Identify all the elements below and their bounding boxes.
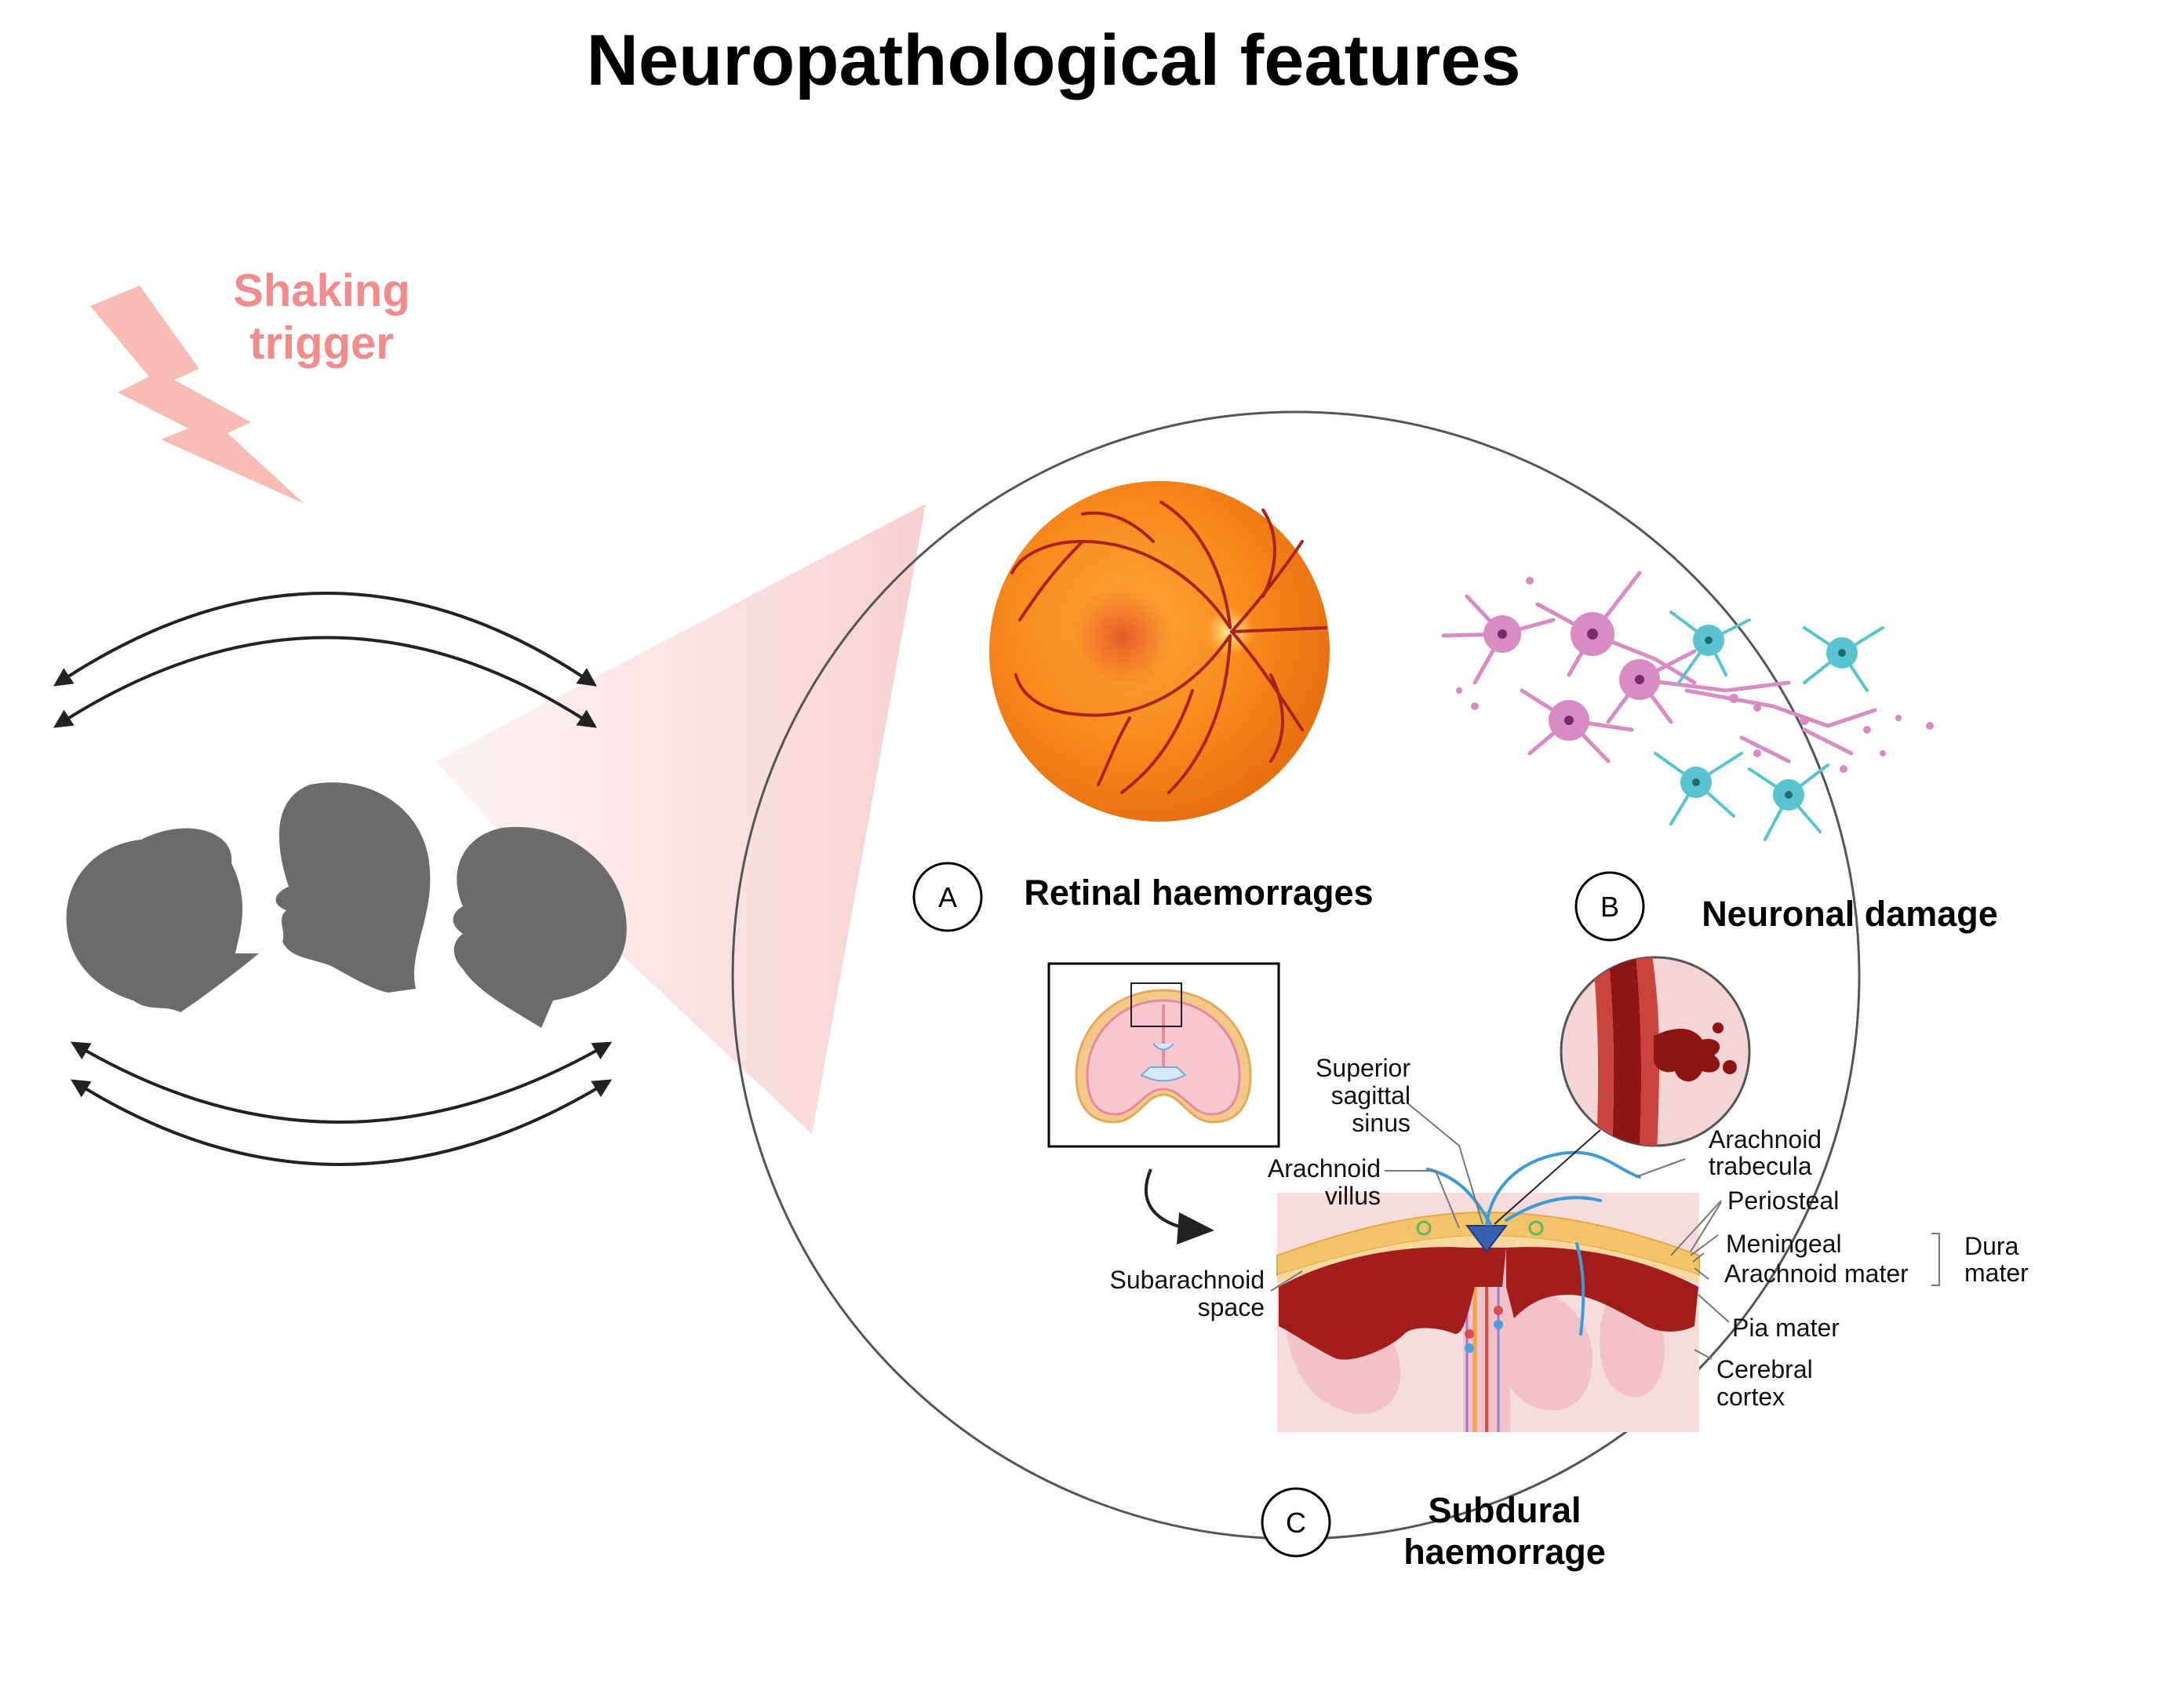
- svg-text:space: space: [1198, 1293, 1265, 1321]
- svg-text:Cerebral: Cerebral: [1716, 1355, 1813, 1383]
- svg-text:trabecula: trabecula: [1709, 1152, 1812, 1180]
- panel-c-caption-line2: haemorrage: [1403, 1532, 1606, 1572]
- page-title: Neuropathological features: [586, 20, 1520, 100]
- svg-text:sagittal: sagittal: [1331, 1081, 1410, 1110]
- panel-a-caption: Retinal haemorrages: [1024, 873, 1373, 913]
- trigger-label-line1: Shaking: [233, 265, 410, 316]
- lightning-bolt-icon: [90, 286, 304, 504]
- label-subarachnoid-space: Subarachnoid space: [1110, 1266, 1265, 1321]
- svg-text:Arachnoid: Arachnoid: [1268, 1154, 1381, 1183]
- panel-b-badge: [1574, 871, 1645, 942]
- meninges-cross-section: [1276, 1150, 1700, 1432]
- panel-b-caption: Neuronal damage: [1702, 894, 1998, 934]
- label-arachnoid-mater: Arachnoid mater: [1724, 1259, 1909, 1288]
- label-superior-sagittal-sinus: Superior sagittal sinus: [1316, 1054, 1410, 1137]
- label-meningeal: Meningeal: [1726, 1230, 1842, 1258]
- vessel-rupture-zoom: [1560, 956, 1751, 1147]
- panel-c-letter: C: [1286, 1507, 1306, 1539]
- zoom-beam: [435, 504, 926, 1134]
- svg-text:Subarachnoid: Subarachnoid: [1110, 1266, 1265, 1294]
- panel-a-letter: A: [938, 881, 957, 913]
- svg-text:cortex: cortex: [1716, 1383, 1785, 1411]
- retina-illustration: [989, 481, 1330, 822]
- infant-head-silhouette-icon: [66, 782, 627, 1028]
- neuron-cluster-illustration: [1441, 570, 1934, 841]
- panel-c-badge: [1261, 1487, 1331, 1558]
- label-dura-mater: Dura mater: [1964, 1232, 2029, 1287]
- svg-text:villus: villus: [1325, 1182, 1381, 1210]
- svg-text:mater: mater: [1964, 1259, 2029, 1287]
- zoom-pointer-line: [1494, 1129, 1601, 1225]
- curved-double-arrow-icon: [70, 1041, 613, 1166]
- panel-c-caption-line1: Subdural: [1428, 1490, 1581, 1530]
- label-arachnoid-trabecula: Arachnoid trabecula: [1709, 1125, 1822, 1180]
- label-periosteal: Periosteal: [1727, 1186, 1839, 1215]
- panel-b-letter: B: [1600, 891, 1619, 923]
- svg-text:Arachnoid: Arachnoid: [1709, 1125, 1822, 1153]
- label-arachnoid-villus: Arachnoid villus: [1268, 1154, 1381, 1210]
- curved-double-arrow-icon: [53, 592, 598, 728]
- label-cerebral-cortex: Cerebral cortex: [1716, 1355, 1813, 1411]
- brain-section-inset: [1047, 962, 1280, 1148]
- trigger-label-line2: trigger: [249, 318, 394, 369]
- label-pia-mater: Pia mater: [1732, 1314, 1840, 1342]
- panel-a-badge: [912, 862, 983, 932]
- curved-arrow-icon: [1145, 1168, 1214, 1245]
- svg-text:Superior: Superior: [1316, 1054, 1410, 1082]
- svg-text:sinus: sinus: [1352, 1109, 1410, 1137]
- svg-text:Dura: Dura: [1964, 1232, 2019, 1260]
